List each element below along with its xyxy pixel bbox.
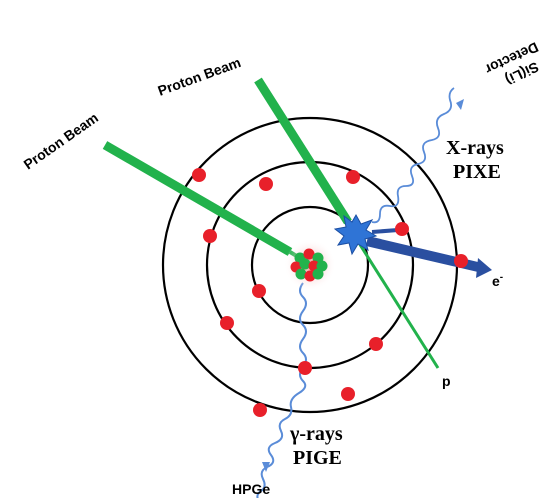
detector-label: Si(Li) Detector (482, 39, 541, 88)
electron-dot (369, 337, 383, 351)
electron-dot (395, 222, 409, 236)
gamma-arrowhead (262, 462, 270, 472)
electron-dot (253, 403, 267, 417)
hpge-label: HPGe (232, 481, 270, 497)
gamma-rays-label: γ-rays (289, 423, 343, 445)
xray-wave (371, 87, 455, 224)
electron-label: e- (492, 272, 503, 289)
electron-ejection-arrowhead (476, 258, 492, 278)
proton-beam-left (102, 141, 293, 256)
pige-label: PIGE (293, 447, 342, 469)
electron-dot (454, 254, 468, 268)
proton-beam-upper (254, 77, 352, 225)
proton-exit-label: p (442, 373, 451, 389)
proton-beam-label-lower: Proton Beam (21, 109, 102, 172)
electron-dot (220, 316, 234, 330)
electron-dot (252, 284, 266, 298)
electron-dot (203, 229, 217, 243)
pixe-label: PIXE (453, 161, 501, 183)
xray-arrowhead (456, 99, 464, 110)
electron-ejection-path (366, 236, 478, 272)
proton-beam-label-upper: Proton Beam (156, 54, 243, 99)
electron-dot (259, 177, 273, 191)
electron-label-base: e (492, 273, 500, 289)
nucleus-icon (290, 248, 328, 282)
vacancy-burst-icon (333, 213, 378, 256)
electron-dot (341, 387, 355, 401)
electron-dot (346, 170, 360, 184)
xrays-label: X-rays (446, 137, 504, 159)
transition-arrow (371, 228, 399, 234)
orbit-inner (250, 205, 370, 325)
proton-exit-path (350, 231, 440, 369)
electron-dot (298, 361, 312, 375)
electron-label-sup: - (500, 272, 503, 283)
electrons (192, 168, 468, 417)
electron-dot (192, 168, 206, 182)
